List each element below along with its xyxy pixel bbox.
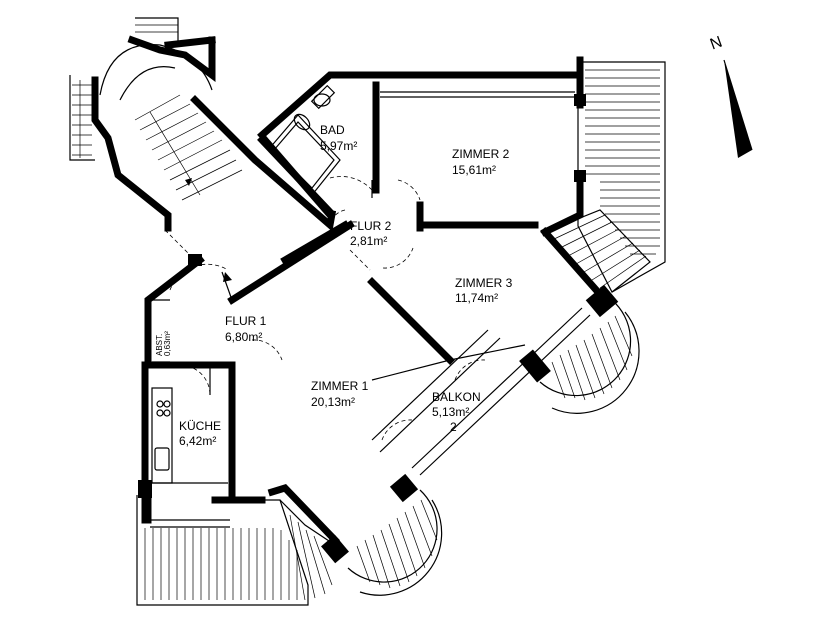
doors <box>164 176 486 441</box>
terrace-right <box>544 61 666 293</box>
room-name-flur-2: FLUR 2 <box>350 219 392 233</box>
room-area-balkon: 5,13m² <box>432 405 469 419</box>
room-area-kueche: 6,42m² <box>179 434 216 448</box>
room-kueche: KÜCHE 6,42m² <box>179 419 221 448</box>
room-flur-1: FLUR 1 6,80m² <box>225 314 267 344</box>
north-arrow: N <box>708 34 753 158</box>
room-name-bad: BAD <box>320 123 345 137</box>
room-area-zimmer-3: 11,74m² <box>455 291 498 305</box>
room-area-bad: 5,97m² <box>320 139 357 153</box>
room-name-zimmer-2: ZIMMER 2 <box>452 147 510 161</box>
room-area-abst: 0,63m² <box>163 331 172 356</box>
room-bad: BAD 5,97m² <box>320 123 357 153</box>
room-abst: ABST. 0,63m² <box>155 331 172 356</box>
room-area-flur-1: 6,80m² <box>225 330 262 344</box>
room-name-abst: ABST. <box>155 334 164 356</box>
room-area-zimmer-1: 20,13m² <box>311 395 355 409</box>
room-count-balkon: 2 <box>450 420 457 434</box>
exterior-walls <box>91 35 610 545</box>
terrace-bottom-left <box>136 495 336 606</box>
room-area-zimmer-2: 15,61m² <box>452 163 496 177</box>
room-name-zimmer-3: ZIMMER 3 <box>455 276 513 290</box>
balcony-round-right <box>539 299 640 414</box>
north-label: N <box>708 34 725 54</box>
room-area-flur-2: 2,81m² <box>350 234 387 248</box>
room-zimmer-2: ZIMMER 2 15,61m² <box>452 147 510 177</box>
room-name-balkon: BALKON <box>432 390 481 404</box>
room-name-flur-1: FLUR 1 <box>225 314 267 328</box>
room-name-zimmer-1: ZIMMER 1 <box>311 379 369 393</box>
room-zimmer-3: ZIMMER 3 11,74m² <box>455 276 513 305</box>
room-name-kueche: KÜCHE <box>179 419 221 433</box>
room-flur-2: FLUR 2 2,81m² <box>350 219 392 248</box>
interior-details <box>151 84 591 484</box>
balcony-round-bottom <box>347 489 443 596</box>
room-balkon: BALKON 5,13m² 2 <box>432 390 481 434</box>
room-zimmer-1: ZIMMER 1 20,13m² <box>311 379 369 409</box>
